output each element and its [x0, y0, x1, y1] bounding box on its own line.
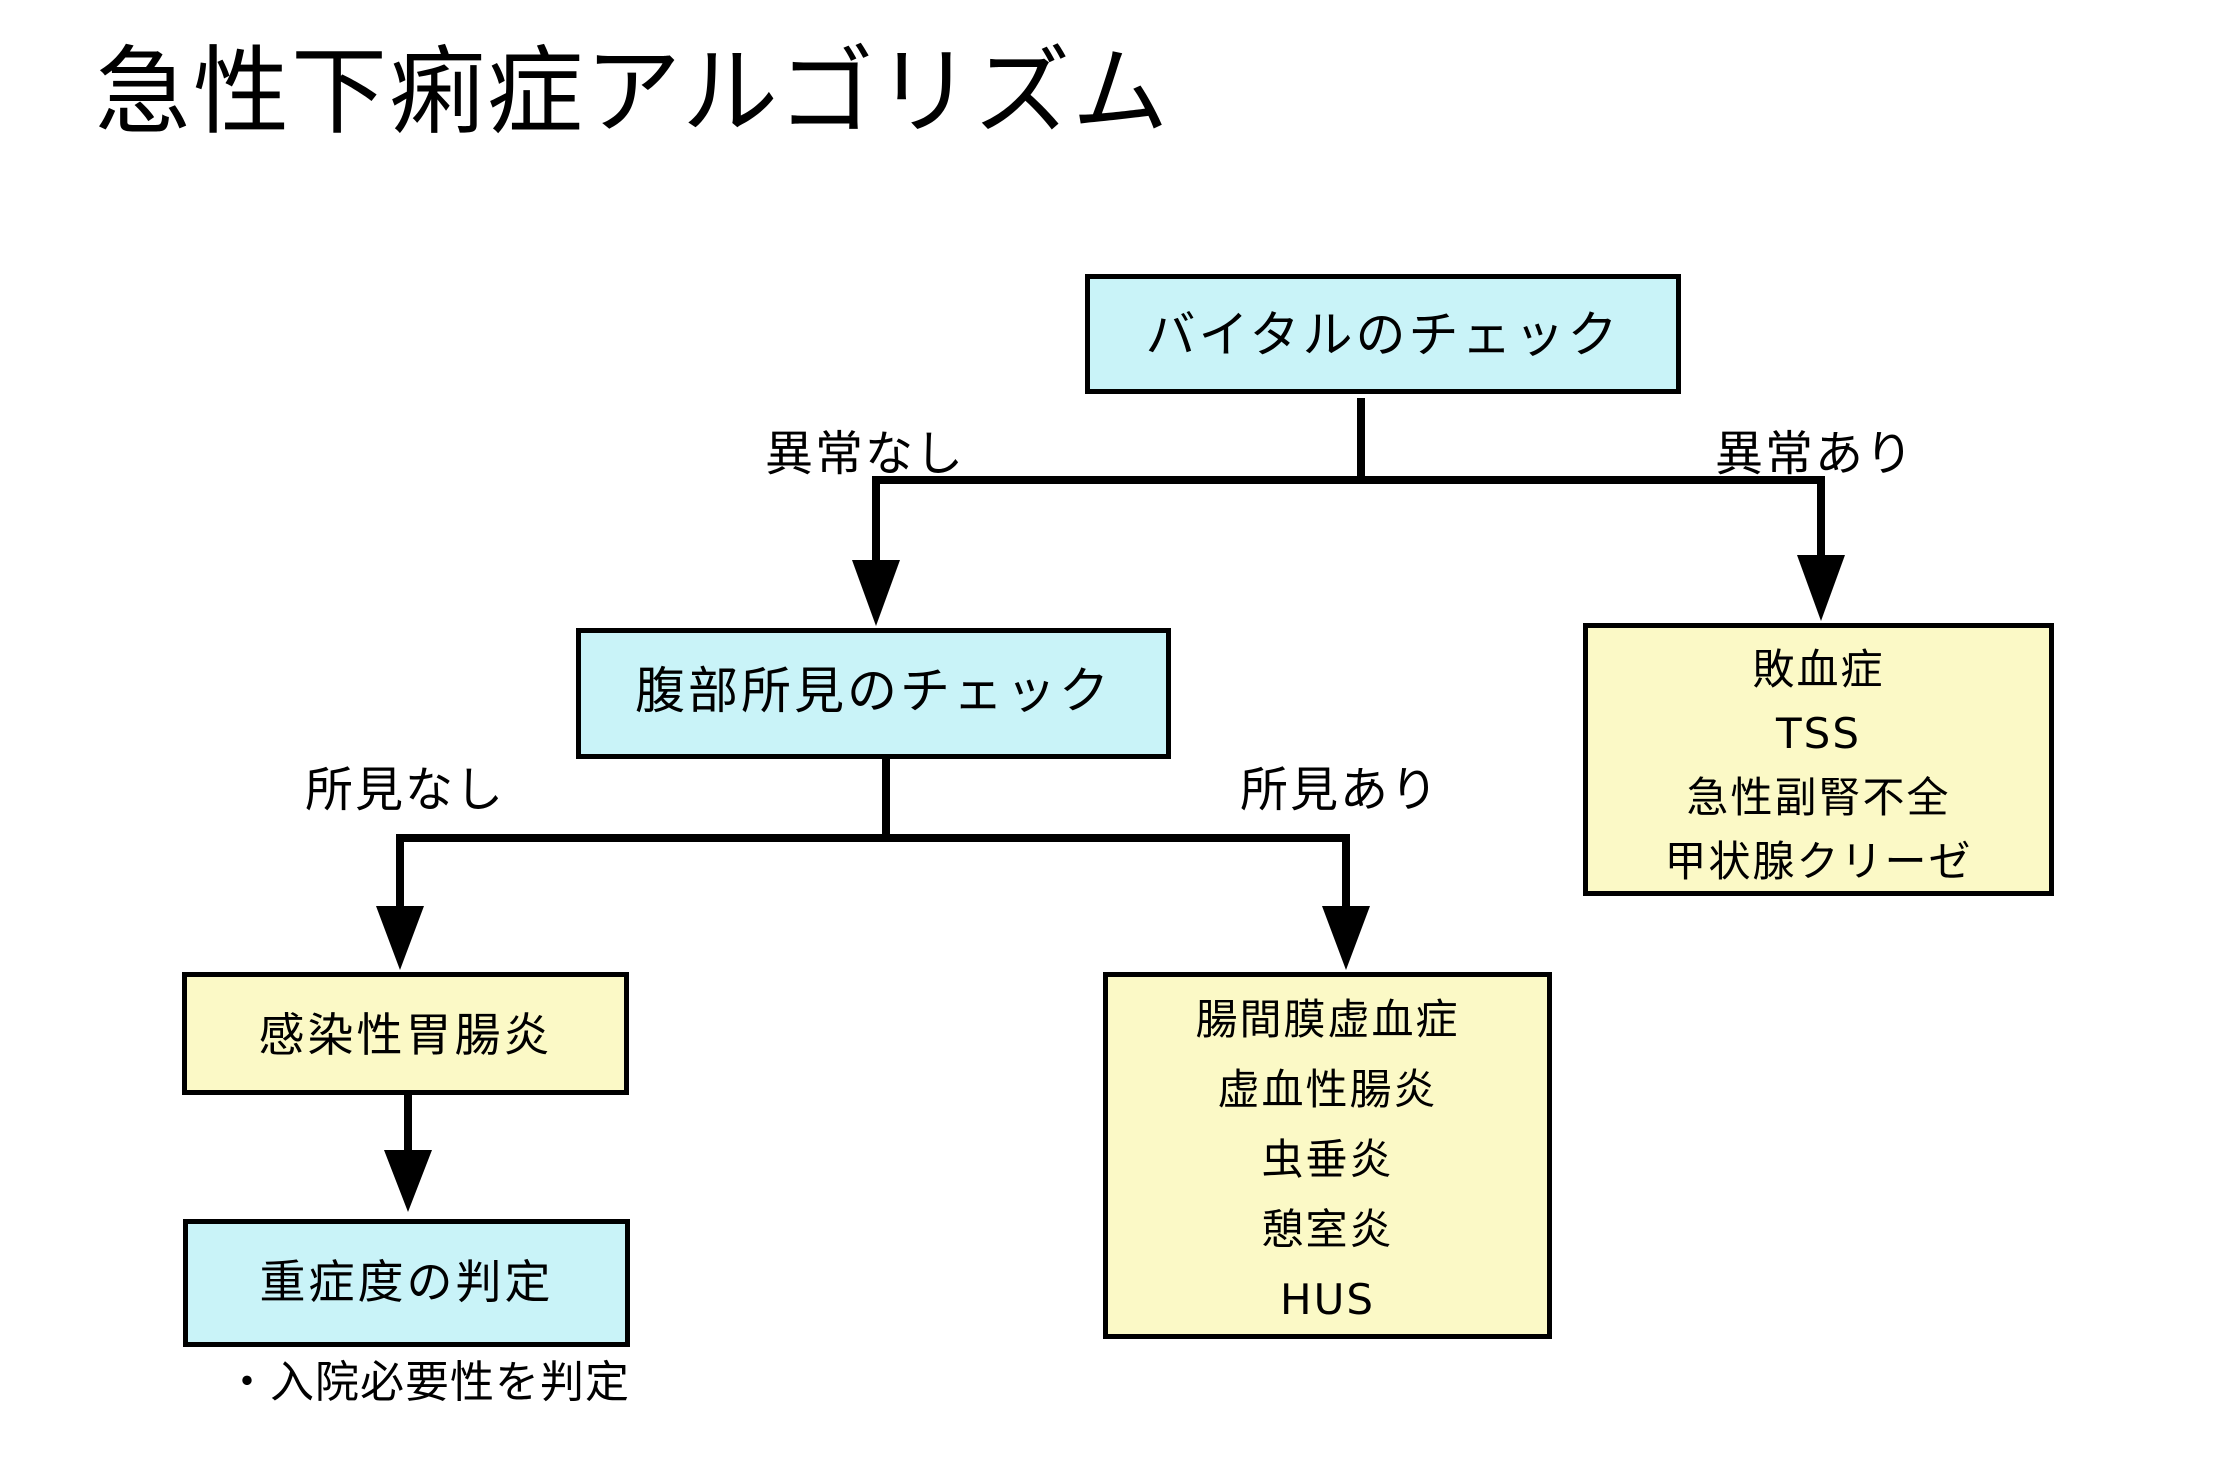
outcome-hus: HUS	[1280, 1275, 1375, 1324]
arrowhead-to-severity-icon	[384, 1150, 432, 1212]
edge-label-vital-normal: 異常なし	[765, 426, 966, 482]
outcome-adrenal-insufficiency: 急性副腎不全	[1686, 773, 1951, 822]
node-vital-abnormal-outcomes: 敗血症 TSS 急性副腎不全 甲状腺クリーゼ	[1583, 623, 2054, 896]
connector-lines	[396, 398, 1825, 1152]
edge-label-findings-present: 所見あり	[1240, 762, 1441, 818]
node-infectious-gastroenteritis-label: 感染性胃腸炎	[258, 1008, 553, 1062]
node-abdominal-findings-outcomes: 腸間膜虚血症 虚血性腸炎 虫垂炎 憩室炎 HUS	[1103, 972, 1552, 1339]
outcome-thyroid-crisis: 甲状腺クリーゼ	[1664, 837, 1973, 886]
outcome-appendicitis: 虫垂炎	[1261, 1135, 1394, 1184]
node-severity-assessment-label: 重症度の判定	[259, 1255, 554, 1309]
node-vital-check: バイタルのチェック	[1085, 274, 1681, 394]
node-abdominal-check-label: 腹部所見のチェック	[635, 662, 1112, 720]
edge-label-vital-abnormal: 異常あり	[1715, 426, 1916, 482]
node-infectious-gastroenteritis: 感染性胃腸炎	[182, 972, 629, 1095]
arrowheads	[376, 555, 1845, 1212]
arrowhead-to-gastroenteritis-icon	[376, 906, 424, 970]
outcome-tss: TSS	[1776, 709, 1861, 758]
footnote-hospitalization: ・入院必要性を判定	[225, 1357, 630, 1408]
arrowhead-to-sepsis-box-icon	[1797, 555, 1845, 621]
arrowhead-to-abdominal-check-icon	[852, 560, 900, 626]
page-title: 急性下痢症アルゴリズム	[95, 36, 1171, 148]
outcome-sepsis: 敗血症	[1752, 645, 1885, 694]
edge-label-findings-none: 所見なし	[305, 762, 506, 818]
outcome-mesenteric-ischemia: 腸間膜虚血症	[1195, 995, 1460, 1044]
node-severity-assessment: 重症度の判定	[183, 1219, 630, 1347]
outcome-ischemic-colitis: 虚血性腸炎	[1217, 1065, 1438, 1114]
outcome-diverticulitis: 憩室炎	[1261, 1205, 1394, 1254]
node-vital-check-label: バイタルのチェック	[1145, 306, 1621, 364]
arrowhead-to-findings-outcomes-icon	[1322, 906, 1370, 970]
node-abdominal-check: 腹部所見のチェック	[576, 628, 1171, 759]
